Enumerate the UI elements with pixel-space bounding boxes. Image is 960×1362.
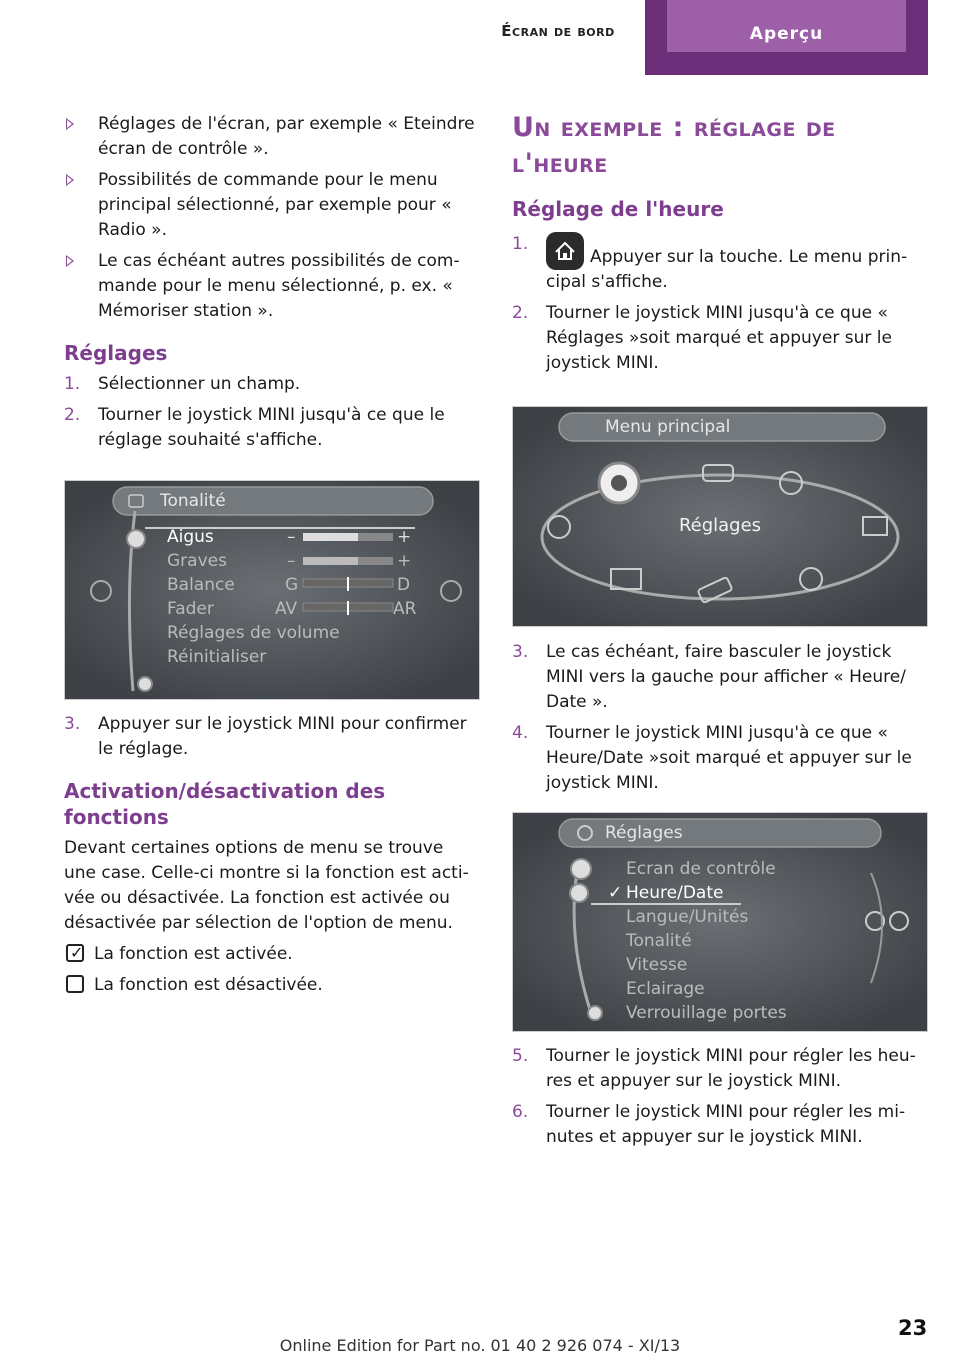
settings-list: Ecran de contrôle ✓Heure/Date Langue/Uni… <box>608 857 787 1025</box>
tone-screen-graphic <box>65 481 479 699</box>
checkbox-unchecked-icon <box>66 975 84 993</box>
step-item: 2.Tourner le joystick MINI jusqu'à ce qu… <box>512 303 892 373</box>
step-item: 3.Le cas échéant, faire basculer le joys… <box>512 642 906 712</box>
bullet-item: Possibilités de commande pour le menu pr… <box>64 168 479 243</box>
activation-paragraph: Devant certaines options de menu se trou… <box>64 838 469 933</box>
header-section-title: Écran de bord <box>501 22 615 40</box>
unchecked-legend: La fonction est désactivée. <box>64 973 479 998</box>
settings-list-item-selected: ✓Heure/Date <box>608 883 724 903</box>
settings-list-item: Ecran de contrôle <box>626 859 776 879</box>
triangle-bullet-icon <box>66 174 74 186</box>
settings-list-item: Vitesse <box>626 955 688 975</box>
settings-menu-screenshot: Réglages Ecran de contrôle ✓Heure/Date L… <box>512 812 928 1032</box>
step-item: 1.Sélectionner un champ. <box>64 374 301 394</box>
step-item: 4.Tourner le joystick MINI jusqu'à ce qu… <box>512 723 912 793</box>
step-item: 6.Tourner le joystick MINI pour régler l… <box>512 1102 906 1147</box>
tone-screen-title: Tonalité <box>160 491 226 511</box>
triangle-bullet-icon <box>66 118 74 130</box>
main-heading: Un exemple : réglage de l'heure <box>512 112 836 179</box>
settings-screen-title: Réglages <box>605 823 683 843</box>
step-item: 5.Tourner le joystick MINI pour régler l… <box>512 1046 916 1091</box>
checkbox-checked-icon: ✓ <box>66 943 84 962</box>
step-item: 1. Appuyer sur la touche. Le menu prin­c… <box>512 232 908 292</box>
tone-row: Graves–+ <box>167 551 412 571</box>
tone-row: Réinitialiser <box>167 647 267 667</box>
settings-list-item: Verrouillage portes <box>626 1003 787 1023</box>
sub-heading: Réglage de l'heure <box>512 197 724 221</box>
settings-list-item: Langue/Unités <box>626 907 749 927</box>
footer-edition: Online Edition for Part no. 01 40 2 926 … <box>279 1336 681 1355</box>
left-column-lower: 3.Appuyer sur le joystick MINI pour conf… <box>64 712 479 1004</box>
bullet-item: Réglages de l'écran, par exemple « Etein… <box>64 112 479 162</box>
triangle-bullet-icon <box>66 255 74 267</box>
header-tab[interactable]: Aperçu <box>645 0 928 75</box>
settings-menu-graphic <box>513 813 927 1031</box>
right-column: Un exemple : réglage de l'heure Réglage … <box>512 110 928 382</box>
main-menu-center-label: Réglages <box>678 515 762 536</box>
left-column: Réglages de l'écran, par exemple « Etein… <box>64 112 479 459</box>
right-column-mid: 3.Le cas échéant, faire basculer le joys… <box>512 640 928 802</box>
checked-legend: ✓ La fonction est activée. <box>64 942 479 967</box>
step-item: 2.Tourner le joystick MINI jusqu'à ce qu… <box>64 405 445 450</box>
header-tab-label: Aperçu <box>667 0 906 52</box>
main-menu-graphic <box>513 407 927 626</box>
tone-row: Aigus–+ <box>167 527 412 547</box>
tone-row: Réglages de volume <box>167 623 340 643</box>
home-button-icon <box>546 232 584 270</box>
step-item: 3.Appuyer sur le joystick MINI pour conf… <box>64 714 467 759</box>
main-menu-title: Menu principal <box>605 417 731 437</box>
main-menu-screenshot: Menu principal Réglages <box>512 406 928 627</box>
section-heading-activation: Activation/désactivation des fonctions <box>64 779 386 829</box>
settings-list-item: Eclairage <box>626 979 705 999</box>
section-heading-reglages: Réglages <box>64 341 168 365</box>
settings-list-item: Tonalité <box>626 931 692 951</box>
bullet-item: Le cas échéant autres possibilités de co… <box>64 249 479 324</box>
page-number: 23 <box>898 1316 928 1340</box>
right-column-lower: 5.Tourner le joystick MINI pour régler l… <box>512 1044 928 1156</box>
